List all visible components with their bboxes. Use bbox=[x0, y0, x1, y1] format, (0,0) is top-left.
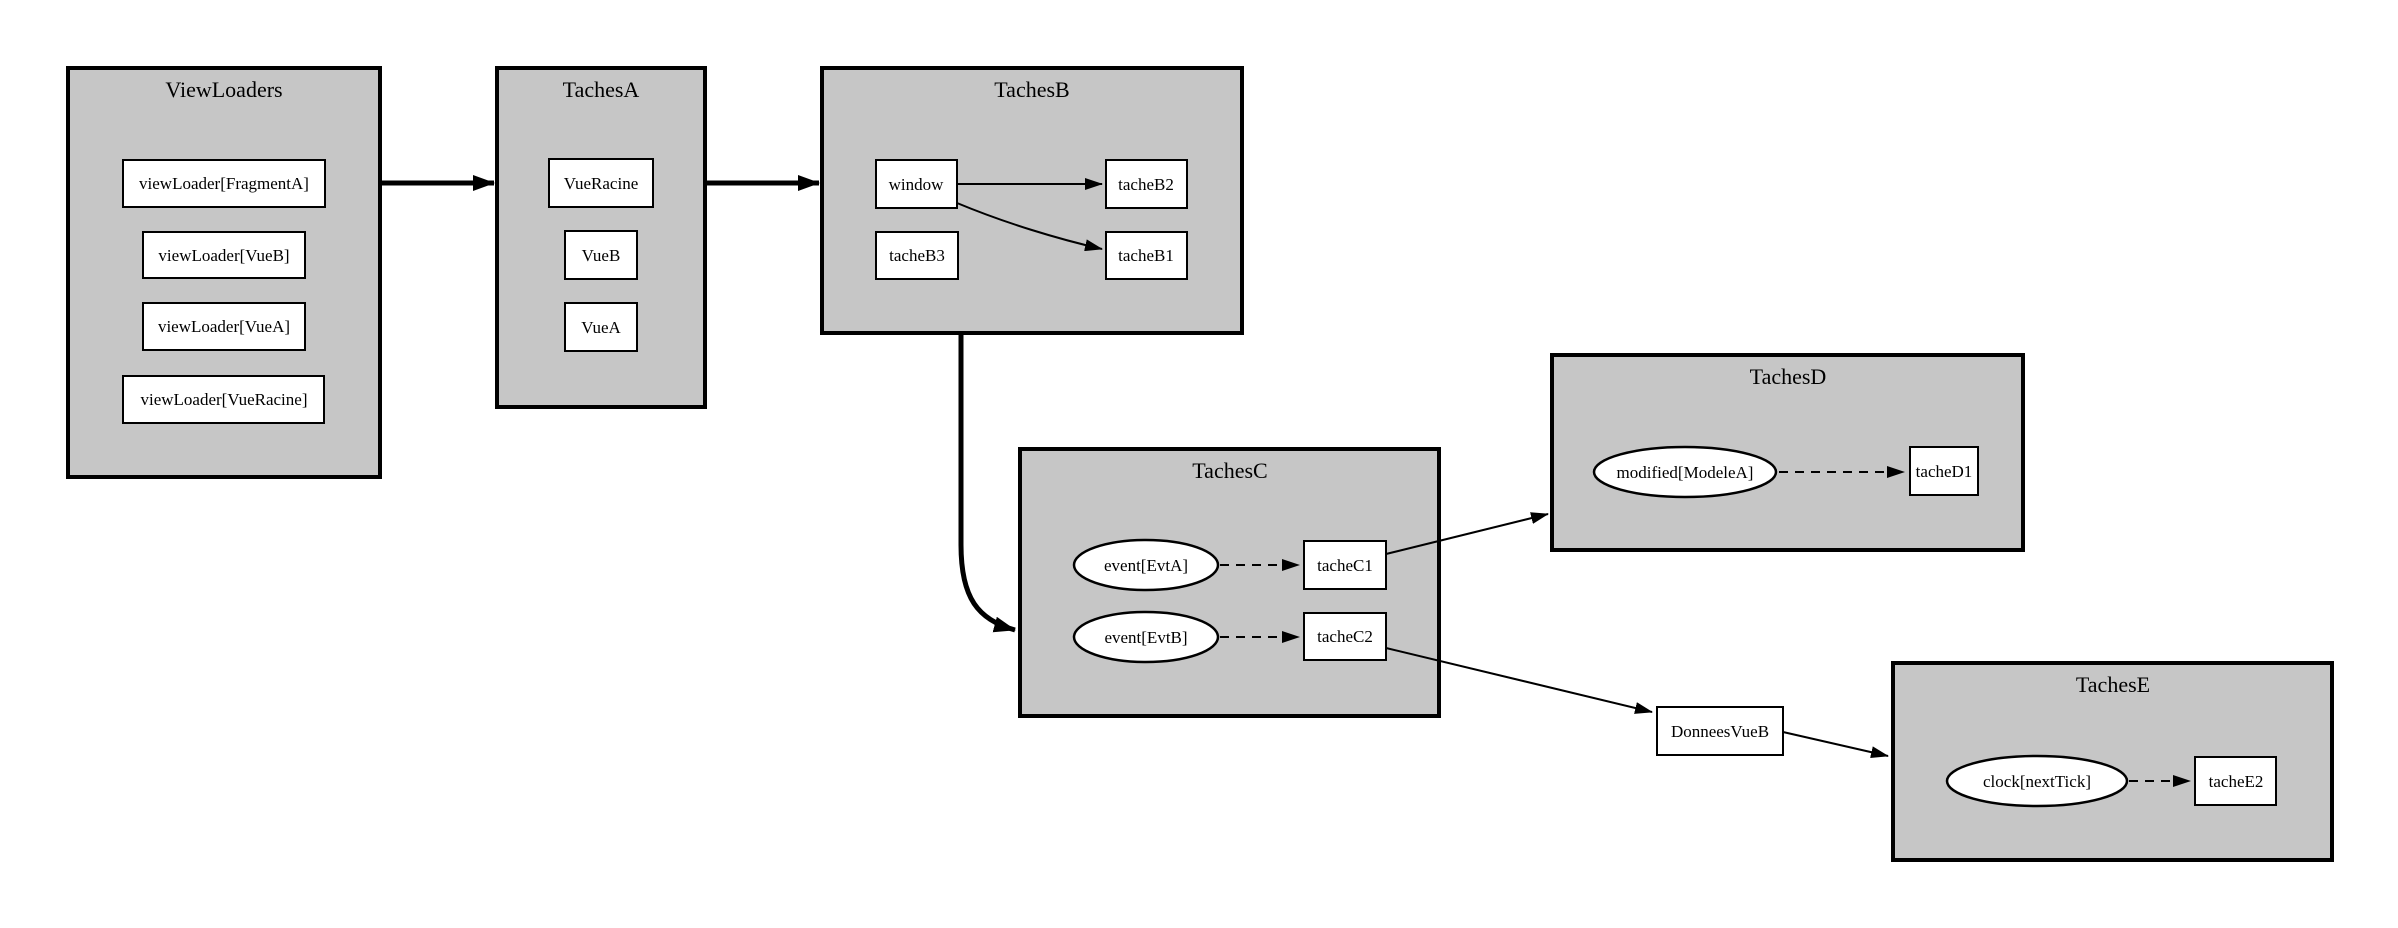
cluster-tachesd: TachesD modified[ModeleA] tacheD1 bbox=[1550, 353, 2025, 552]
node-label: viewLoader[VueA] bbox=[158, 317, 290, 336]
node-modified-modelea: modified[ModeleA] bbox=[1592, 445, 1778, 499]
node-label: tacheC2 bbox=[1317, 627, 1373, 646]
node-tachee2: tacheE2 bbox=[2194, 756, 2277, 806]
node-label: DonneesVueB bbox=[1671, 722, 1769, 741]
node-label: VueA bbox=[581, 318, 621, 337]
node-tacheb1: tacheB1 bbox=[1105, 231, 1188, 280]
node-donneesvueb: DonneesVueB bbox=[1656, 706, 1784, 756]
cluster-title: TachesB bbox=[994, 77, 1069, 102]
node-ellipse bbox=[1072, 610, 1220, 664]
node-label: viewLoader[VueB] bbox=[158, 246, 289, 265]
node-box bbox=[548, 158, 654, 208]
node-label: tacheC1 bbox=[1317, 556, 1373, 575]
node-label: tacheB2 bbox=[1118, 175, 1174, 194]
node-tachec2: tacheC2 bbox=[1303, 612, 1387, 661]
node-viewloader-vueb: viewLoader[VueB] bbox=[142, 231, 306, 279]
node-label: tacheE2 bbox=[2209, 772, 2264, 791]
cluster-tachese: TachesE clock[nextTick] tacheE2 bbox=[1891, 661, 2334, 862]
node-box bbox=[1656, 706, 1784, 756]
node-label: window bbox=[889, 175, 945, 194]
cluster-title: TachesA bbox=[563, 77, 640, 102]
node-tacheb2: tacheB2 bbox=[1105, 159, 1188, 209]
node-label: event[EvtA] bbox=[1104, 556, 1188, 575]
node-box bbox=[875, 231, 959, 280]
node-box bbox=[1303, 540, 1387, 590]
node-label: VueRacine bbox=[564, 174, 639, 193]
edge-tachec2-donneesvueb bbox=[1385, 647, 1653, 714]
node-box bbox=[122, 159, 326, 208]
edge-tachec1-tachesd bbox=[1385, 512, 1549, 555]
node-box bbox=[122, 375, 325, 424]
node-box bbox=[2194, 756, 2277, 806]
node-label: tacheB1 bbox=[1118, 246, 1174, 265]
node-viewloader-fragmenta: viewLoader[FragmentA] bbox=[122, 159, 326, 208]
node-vuea: VueA bbox=[564, 302, 638, 352]
cluster-title: TachesD bbox=[1750, 364, 1827, 389]
cluster-title: TachesC bbox=[1192, 458, 1267, 483]
cluster-viewloaders: ViewLoaders viewLoader[FragmentA] viewLo… bbox=[66, 66, 382, 479]
node-box bbox=[1105, 159, 1188, 209]
node-tachec1: tacheC1 bbox=[1303, 540, 1387, 590]
node-viewloader-vueracine: viewLoader[VueRacine] bbox=[122, 375, 325, 424]
node-ellipse bbox=[1945, 754, 2129, 808]
node-clock-nexttick: clock[nextTick] bbox=[1945, 754, 2129, 808]
node-label: viewLoader[VueRacine] bbox=[140, 390, 307, 409]
edge-tachesb-tachesc bbox=[958, 335, 1016, 633]
edges bbox=[380, 175, 2191, 787]
node-box bbox=[142, 302, 306, 351]
node-label: event[EvtB] bbox=[1104, 628, 1187, 647]
node-box bbox=[1105, 231, 1188, 280]
node-event-evta: event[EvtA] bbox=[1072, 538, 1220, 592]
node-ellipse bbox=[1072, 538, 1220, 592]
node-vueb: VueB bbox=[564, 230, 638, 280]
cluster-tachesc: TachesC event[EvtA] tacheC1 event[EvtB] … bbox=[1018, 447, 1441, 718]
cluster-title: TachesE bbox=[2076, 672, 2150, 697]
node-vueracine: VueRacine bbox=[548, 158, 654, 208]
node-box bbox=[1909, 446, 1979, 496]
node-box bbox=[564, 302, 638, 352]
node-ellipse bbox=[1592, 445, 1778, 499]
cluster-title: ViewLoaders bbox=[165, 77, 282, 102]
node-label: modified[ModeleA] bbox=[1617, 463, 1754, 482]
node-event-evtb: event[EvtB] bbox=[1072, 610, 1220, 664]
node-label: VueB bbox=[582, 246, 621, 265]
cluster-tachesa: TachesA VueRacine VueB VueA bbox=[495, 66, 707, 409]
node-label: tacheD1 bbox=[1916, 462, 1973, 481]
edge-donneesvueb-tachese bbox=[1782, 731, 1889, 759]
node-tacheb3: tacheB3 bbox=[875, 231, 959, 280]
edge-window-tacheb1 bbox=[956, 202, 1103, 252]
node-label: clock[nextTick] bbox=[1983, 772, 2091, 791]
node-label: tacheB3 bbox=[889, 246, 945, 265]
node-box bbox=[142, 231, 306, 279]
node-window: window bbox=[875, 159, 958, 209]
node-box bbox=[564, 230, 638, 280]
node-tached1: tacheD1 bbox=[1909, 446, 1979, 496]
node-viewloader-vuea: viewLoader[VueA] bbox=[142, 302, 306, 351]
node-box bbox=[1303, 612, 1387, 661]
node-label: viewLoader[FragmentA] bbox=[139, 174, 309, 193]
cluster-tachesb: TachesB window tacheB3 tacheB2 tacheB1 bbox=[820, 66, 1244, 335]
